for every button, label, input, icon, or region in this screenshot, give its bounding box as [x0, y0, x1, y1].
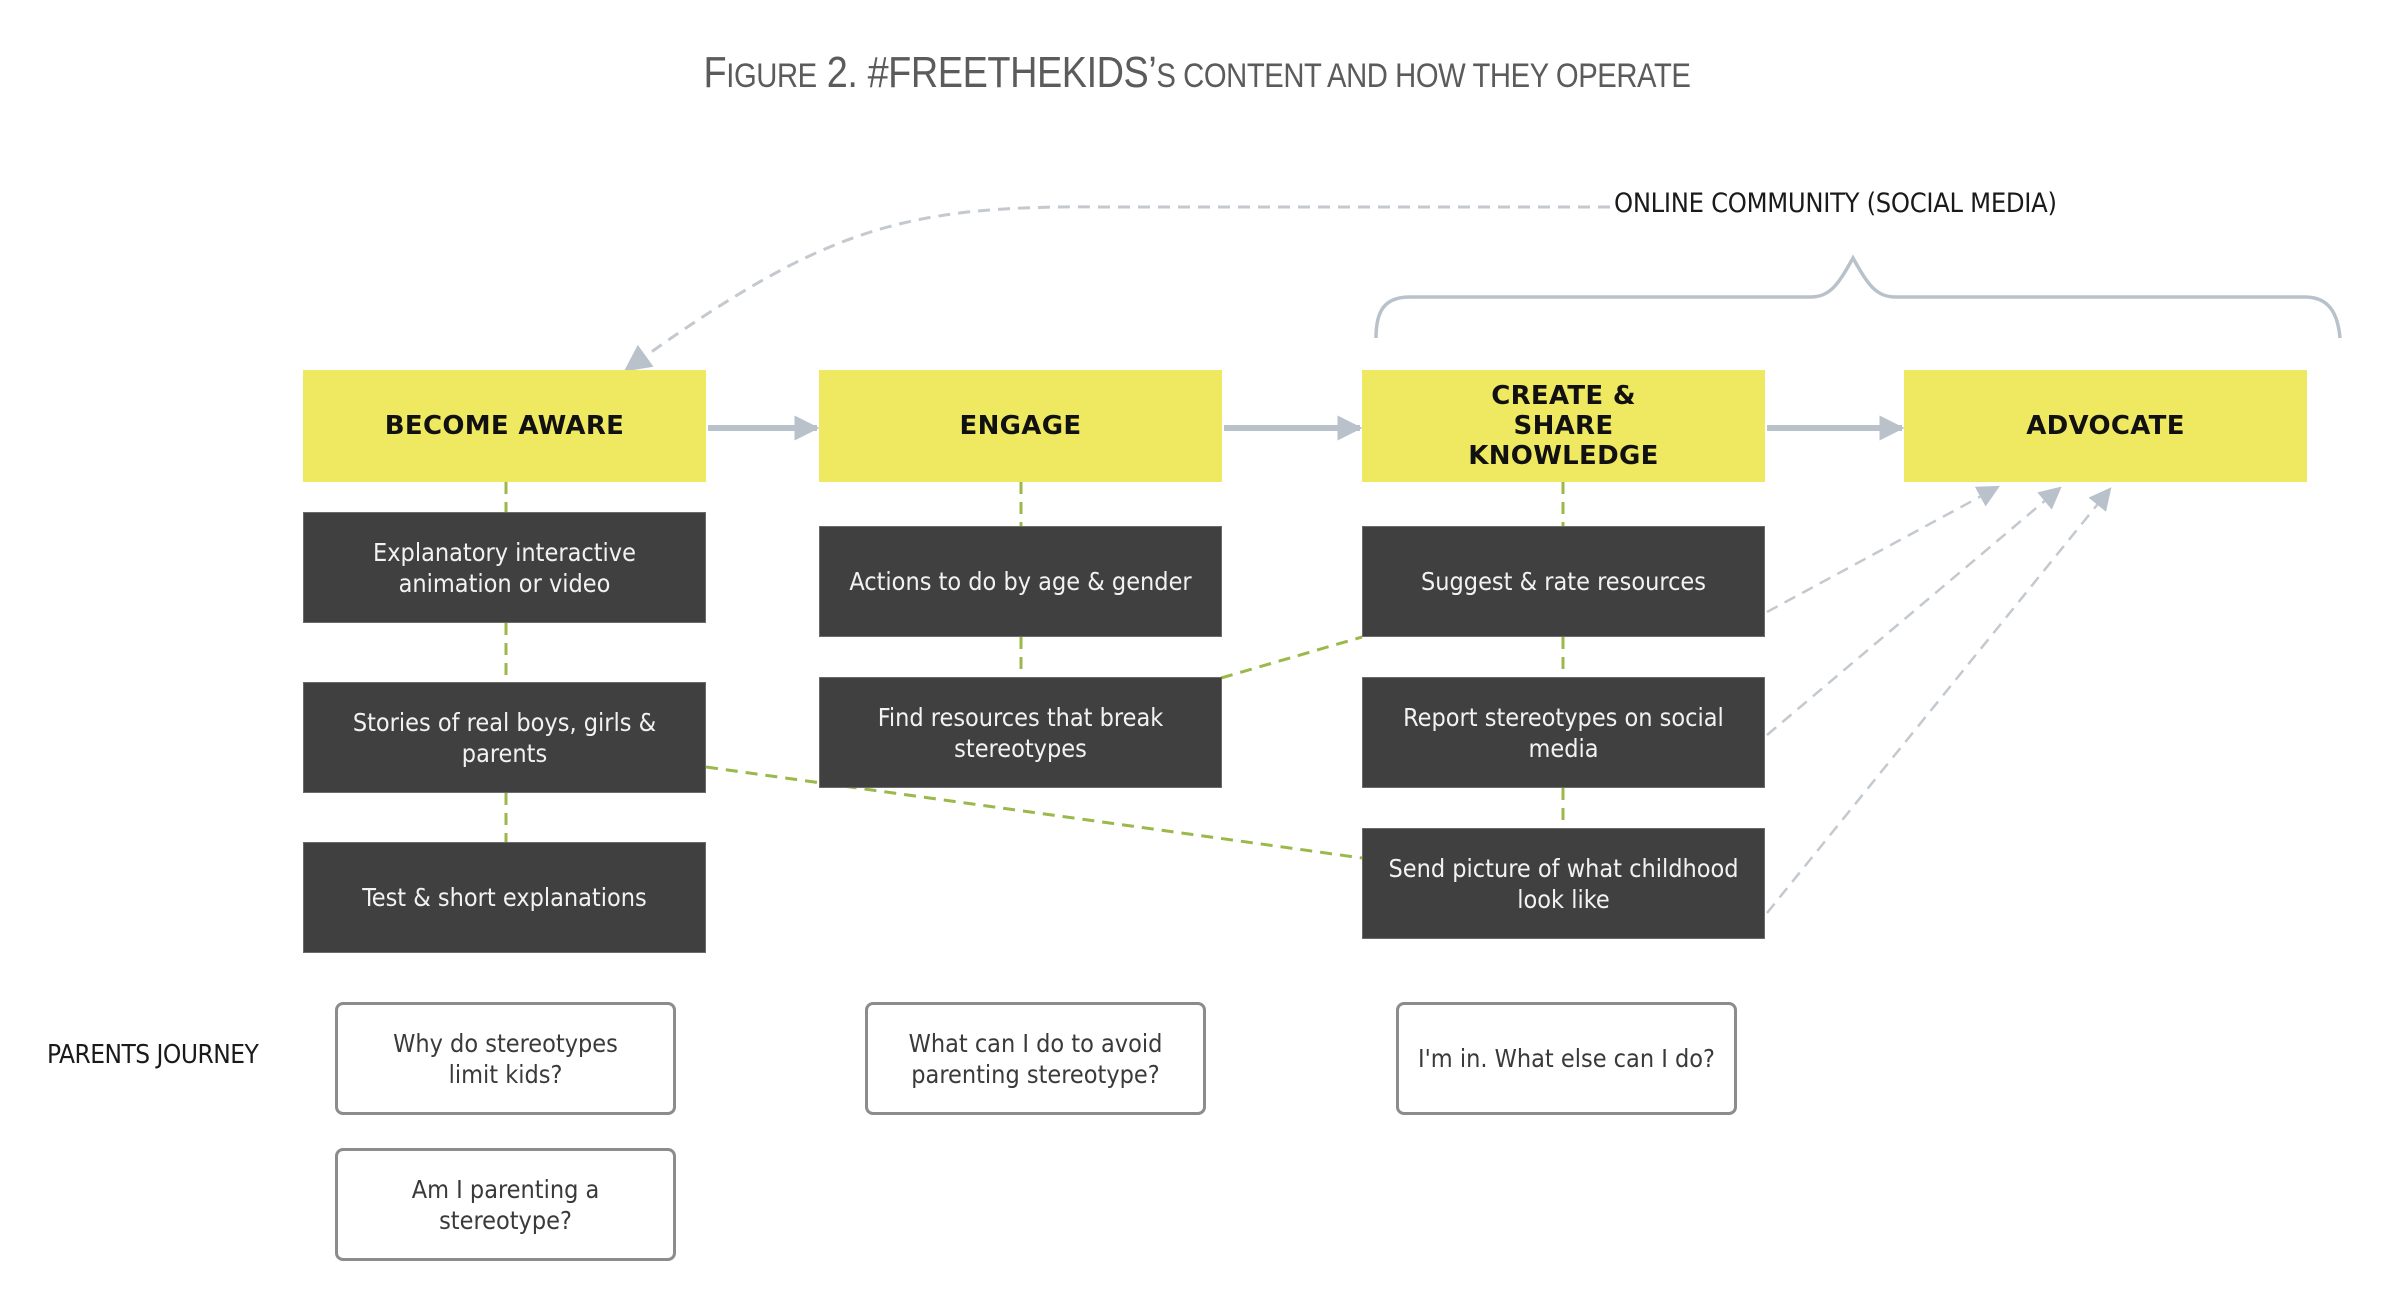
title-apostrophe: ’	[1148, 48, 1157, 97]
action-find-resources: Find resources that break stereotypes	[819, 677, 1222, 788]
action-explanatory-animation: Explanatory interactive animation or vid…	[303, 512, 706, 623]
action-send-picture: Send picture of what childhood look like	[1362, 828, 1765, 939]
stage-become-aware: BECOME AWARE	[303, 370, 706, 482]
title-word-figure: IGURE	[726, 57, 817, 95]
title-hashtag: 2. #FREETHEKIDS	[816, 48, 1149, 97]
question-parenting-stereotype: Am I parenting a stereotype?	[335, 1148, 676, 1261]
action-report-stereotypes: Report stereotypes on social media	[1362, 677, 1765, 788]
action-suggest-rate: Suggest & rate resources	[1362, 526, 1765, 637]
advocate-arrow-report	[1766, 486, 2062, 736]
question-im-in: I'm in. What else can I do?	[1396, 1002, 1737, 1115]
advocate-arrow-suggest	[1766, 485, 2000, 614]
title-rest: S CONTENT AND HOW THEY OPERATE	[1156, 57, 1691, 95]
action-stories: Stories of real boys, girls & parents	[303, 682, 706, 793]
title-initial: F	[703, 48, 727, 97]
link-find-to-suggest	[1220, 635, 1363, 680]
online-community-label: ONLINE COMMUNITY (SOCIAL MEDIA)	[1612, 188, 2057, 219]
question-what-can-i-do: What can I do to avoid parenting stereot…	[865, 1002, 1206, 1115]
parents-journey-label: PARENTS JOURNEY	[47, 1040, 259, 1070]
stage-engage: ENGAGE	[819, 370, 1222, 482]
question-why-limit-kids: Why do stereotypes limit kids?	[335, 1002, 676, 1115]
link-stories-to-send	[705, 765, 1363, 860]
community-feedback-arrow	[623, 205, 1610, 372]
advocate-arrow-send	[1766, 487, 2112, 914]
community-brace	[1374, 254, 2342, 339]
stage-create-share-knowledge: CREATE & SHARE KNOWLEDGE	[1362, 370, 1765, 482]
action-by-age-gender: Actions to do by age & gender	[819, 526, 1222, 637]
stage-advocate: ADVOCATE	[1904, 370, 2307, 482]
figure-title: FIGURE 2. #FREETHEKIDS’S CONTENT AND HOW…	[168, 48, 2227, 98]
action-test-explanations: Test & short explanations	[303, 842, 706, 953]
